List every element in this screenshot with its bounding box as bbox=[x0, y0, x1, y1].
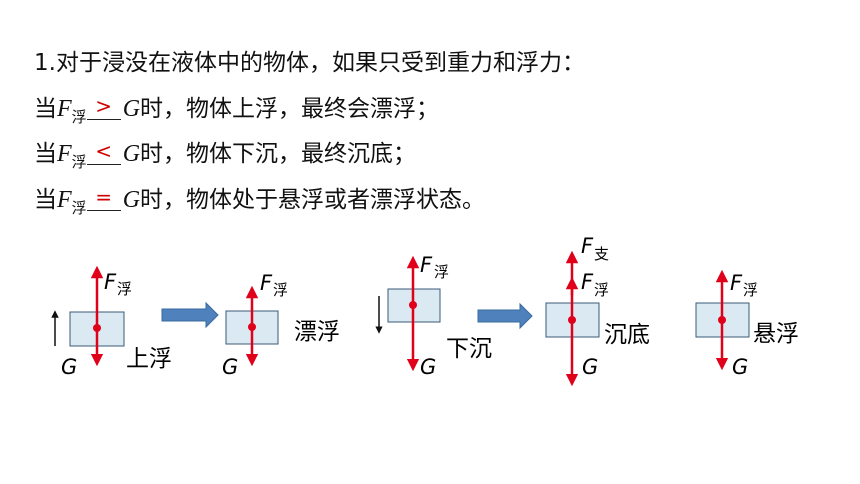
center-dot bbox=[409, 301, 417, 309]
transition-arrow-icon bbox=[477, 302, 533, 330]
g-label: G bbox=[732, 355, 748, 379]
prefix: 当 bbox=[34, 187, 57, 213]
intro-line: 1.对于浸没在液体中的物体，如果只受到重力和浮力： bbox=[34, 50, 585, 76]
center-dot bbox=[248, 323, 256, 331]
scene-rising: F 浮 G 上浮 bbox=[51, 265, 172, 379]
prefix: 当 bbox=[34, 96, 57, 122]
f-label: F bbox=[104, 270, 117, 294]
sink-label: 下沉 bbox=[446, 336, 492, 362]
f-label: F bbox=[260, 271, 273, 295]
f-label: F bbox=[581, 270, 594, 294]
rise-label: 上浮 bbox=[126, 346, 172, 372]
g-label: G bbox=[61, 355, 77, 379]
f-subscript: 浮 bbox=[434, 263, 449, 281]
scene-floating: F 浮 G 漂浮 bbox=[222, 271, 340, 379]
rest-text: 时，物体下沉，最终沉底； bbox=[140, 141, 417, 167]
f-support-label: F bbox=[581, 234, 594, 258]
f-symbol: F bbox=[57, 141, 72, 167]
center-dot bbox=[568, 316, 576, 324]
answer-blank: > bbox=[86, 94, 121, 120]
answer-blank: = bbox=[86, 185, 121, 211]
answer-blank: < bbox=[86, 139, 121, 165]
g-label: G bbox=[582, 355, 598, 379]
f-subscript: 浮 bbox=[594, 281, 609, 299]
support-subscript: 支 bbox=[594, 245, 609, 263]
f-subscript: 浮 bbox=[273, 281, 288, 299]
f-subscript: 浮 bbox=[71, 108, 87, 126]
answer-text: < bbox=[95, 139, 113, 163]
f-subscript: 浮 bbox=[117, 280, 132, 298]
f-label: F bbox=[730, 271, 743, 295]
scene-suspended: F 浮 G 悬浮 bbox=[695, 269, 799, 379]
rest-text: 时，物体上浮，最终会漂浮； bbox=[140, 96, 440, 122]
f-subscript: 浮 bbox=[71, 199, 87, 217]
condition-line-rise: 当F浮 > G时，物体上浮，最终会漂浮； bbox=[34, 94, 439, 132]
g-symbol: G bbox=[122, 141, 141, 167]
scene-sinking: F 浮 G 下沉 bbox=[375, 253, 492, 379]
rest-text: 时，物体处于悬浮或者漂浮状态。 bbox=[140, 187, 486, 213]
g-label: G bbox=[222, 355, 238, 379]
f-subscript: 浮 bbox=[743, 281, 758, 299]
g-label: G bbox=[420, 355, 436, 379]
suspend-label: 悬浮 bbox=[753, 321, 799, 347]
condition-line-suspend: 当F浮 = G时，物体处于悬浮或者漂浮状态。 bbox=[34, 185, 485, 223]
g-symbol: G bbox=[122, 96, 141, 122]
center-dot bbox=[718, 316, 726, 324]
answer-text: = bbox=[95, 185, 113, 209]
f-symbol: F bbox=[57, 187, 72, 213]
g-symbol: G bbox=[122, 187, 141, 213]
answer-text: > bbox=[95, 94, 113, 118]
center-dot bbox=[93, 324, 101, 332]
transition-arrow-icon bbox=[161, 301, 219, 329]
f-subscript: 浮 bbox=[71, 153, 87, 171]
f-symbol: F bbox=[57, 96, 72, 122]
prefix: 当 bbox=[34, 141, 57, 167]
floating-label: 漂浮 bbox=[294, 319, 340, 345]
scene-bottom: F 支 F 浮 G 沉底 bbox=[545, 234, 650, 387]
condition-line-sink: 当F浮 < G时，物体下沉，最终沉底； bbox=[34, 139, 416, 177]
bottom-label: 沉底 bbox=[604, 322, 650, 348]
f-label: F bbox=[420, 253, 433, 277]
